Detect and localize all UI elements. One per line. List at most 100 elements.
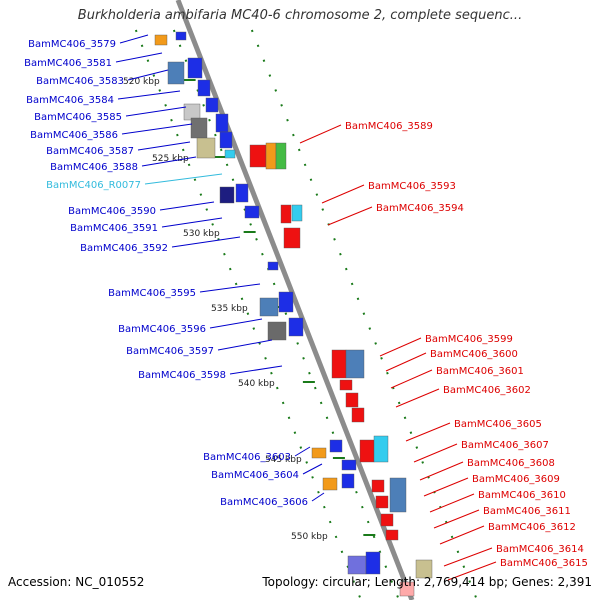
gene-label-right: BamMC406_3600: [430, 349, 518, 360]
chromosome-backbone: [175, 0, 415, 601]
leader-line-left: [209, 318, 263, 329]
gene-feature: [205, 97, 219, 113]
leader-line-right: [385, 352, 427, 372]
gene-label-right: BamMC406_3610: [478, 490, 566, 501]
gene-feature: [244, 205, 260, 219]
gene-label-left: BamMC406_3581: [24, 58, 112, 69]
gene-feature: [345, 349, 365, 379]
leader-line-left: [294, 446, 311, 457]
gene-feature: [380, 513, 394, 527]
gene-label-right: BamMC406_3611: [483, 506, 571, 517]
gene-feature: [331, 349, 347, 379]
gene-feature: [175, 31, 187, 41]
gene-label-left: BamMC406_3592: [80, 243, 168, 254]
gene-feature: [311, 447, 327, 459]
gene-feature: [249, 144, 267, 168]
gene-label-left: BamMC406_3591: [70, 223, 158, 234]
gene-feature: [224, 149, 236, 159]
tick-label: 550 kbp: [291, 532, 328, 542]
gene-label-right: BamMC406_3601: [436, 366, 524, 377]
tick-label: 530 kbp: [183, 229, 220, 239]
gene-label-left: BamMC406_R0077: [46, 180, 141, 191]
leader-line-right: [433, 509, 480, 529]
gene-label-left: BamMC406_3604: [211, 470, 299, 481]
gene-feature: [371, 479, 385, 493]
gene-feature: [341, 473, 355, 489]
gene-feature: [373, 435, 389, 463]
leader-line-left: [159, 201, 215, 211]
gene-feature: [329, 439, 343, 453]
gene-feature: [385, 529, 399, 541]
gene-feature: [187, 57, 203, 79]
leader-line-right: [429, 493, 475, 513]
leader-line-right: [390, 369, 433, 389]
gene-feature: [267, 321, 287, 341]
gene-label-right: BamMC406_3593: [368, 181, 456, 192]
gene-feature: [283, 227, 301, 249]
leader-line-left: [199, 283, 261, 293]
gene-feature: [389, 477, 407, 513]
gene-feature: [415, 559, 433, 579]
gene-feature: [215, 113, 229, 133]
gene-feature: [167, 61, 185, 85]
leader-line-left: [117, 90, 181, 100]
leader-line-left: [127, 69, 169, 81]
gene-feature: [280, 204, 292, 224]
gene-feature: [339, 379, 353, 391]
inner-guide-mid: [172, 29, 400, 601]
gene-label-right: BamMC406_3608: [467, 458, 555, 469]
leader-line-right: [439, 525, 485, 545]
gene-feature: [275, 142, 287, 170]
gene-feature: [347, 555, 367, 575]
map-title: Burkholderia ambifaria MC40-6 chromosome…: [77, 8, 523, 23]
leader-line-left: [141, 156, 197, 167]
inner-guide-left: [134, 29, 362, 601]
leader-line-left: [119, 34, 149, 44]
accession-text: Accession: NC_010552: [8, 575, 145, 589]
gene-label-left: BamMC406_3586: [30, 130, 118, 141]
leader-line-right: [423, 477, 469, 497]
gene-label-left: BamMC406_3590: [68, 206, 156, 217]
gene-label-left: BamMC406_3584: [26, 95, 114, 106]
leader-line-right: [443, 547, 493, 567]
leader-line-left: [302, 463, 323, 475]
gene-feature: [359, 439, 375, 463]
gene-label-left: BamMC406_3588: [50, 162, 138, 173]
tick-label: 545 kbp: [265, 455, 302, 465]
leader-line-right: [395, 388, 440, 408]
gene-label-left: BamMC406_3597: [126, 346, 214, 357]
gene-feature: [196, 137, 216, 159]
topology-text: Topology: circular; Length: 2,769,414 bp…: [262, 575, 592, 589]
gene-label-right: BamMC406_3607: [461, 440, 549, 451]
gene-label-right: BamMC406_3599: [425, 334, 513, 345]
gene-feature: [154, 34, 168, 46]
gene-label-left: BamMC406_3595: [108, 288, 196, 299]
gene-label-right: BamMC406_3615: [500, 558, 588, 569]
tick-label: 540 kbp: [238, 379, 275, 389]
gene-label-right: BamMC406_3594: [376, 203, 464, 214]
gene-feature: [197, 79, 211, 97]
gene-feature: [399, 581, 415, 597]
gene-label-right: BamMC406_3609: [472, 474, 560, 485]
gene-feature: [288, 317, 304, 337]
gene-feature: [219, 186, 235, 204]
gene-label-left: BamMC406_3579: [28, 39, 116, 50]
gene-feature: [365, 551, 381, 575]
leader-line-left: [137, 141, 191, 151]
leader-line-right: [299, 124, 342, 144]
leader-line-right: [447, 561, 497, 581]
gene-label-right: BamMC406_3589: [345, 121, 433, 132]
gene-label-left: BamMC406_3587: [46, 146, 134, 157]
gene-feature: [183, 103, 201, 121]
leader-line-left: [311, 492, 325, 502]
tick-label: 525 kbp: [152, 154, 189, 164]
leader-line-left: [217, 339, 273, 351]
gene-feature: [341, 459, 357, 471]
outer-guide-right: [250, 29, 478, 601]
gene-feature: [375, 495, 389, 509]
leader-line-left: [115, 52, 163, 63]
gene-feature: [322, 477, 338, 491]
gene-label-right: BamMC406_3605: [454, 419, 542, 430]
